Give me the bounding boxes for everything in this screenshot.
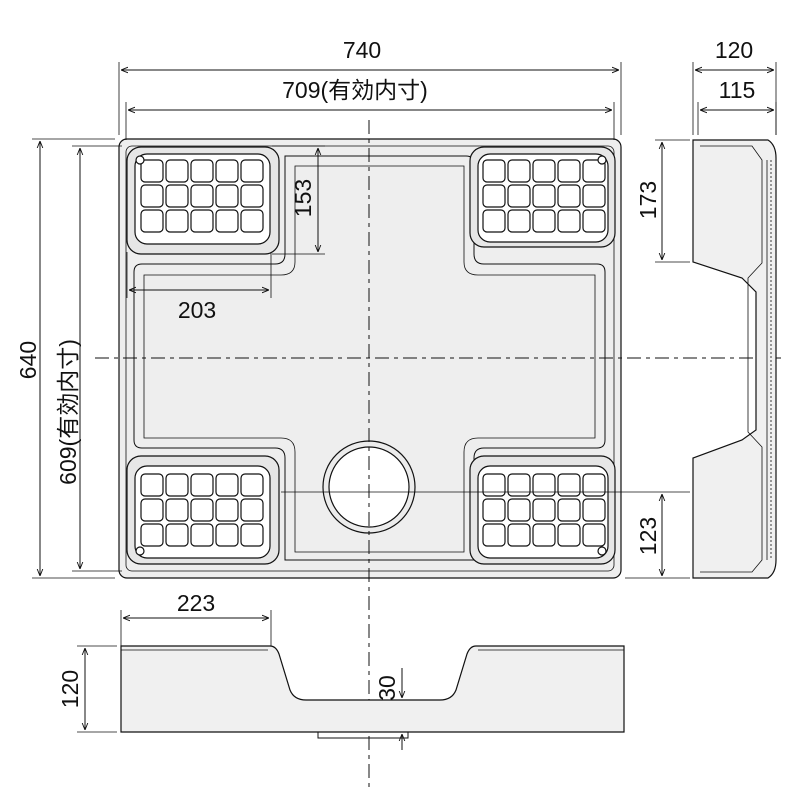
front-view-outline <box>120 645 625 733</box>
foot-pad-bottom-right <box>469 455 616 565</box>
side-view <box>692 139 777 579</box>
dim-front-height-120: 120 <box>57 645 117 733</box>
side-view-inner-edge <box>700 145 763 573</box>
dim-label-640: 640 <box>15 341 41 379</box>
front-view <box>120 645 625 739</box>
drain-outlet <box>317 731 409 739</box>
foot-pad-top-left <box>126 146 280 255</box>
dim-side-offset-173: 173 <box>635 139 690 263</box>
side-view-outline <box>692 139 777 579</box>
dim-label-153: 153 <box>290 179 316 217</box>
dim-label-740: 740 <box>343 37 381 63</box>
dim-height-inner: 609(有効内寸) <box>55 145 122 572</box>
top-view <box>95 120 785 790</box>
dim-label-203: 203 <box>178 297 216 323</box>
dim-label-709: 709(有効内寸) <box>282 77 428 103</box>
dim-label-side-120: 120 <box>715 37 753 63</box>
dim-foot-width-223: 223 <box>120 590 272 646</box>
dim-foot-height-153: 153 <box>272 145 325 255</box>
foot-pad-bottom-left <box>126 455 280 565</box>
dim-label-115: 115 <box>719 77 756 103</box>
dim-label-609: 609(有効内寸) <box>55 339 81 485</box>
dim-label-30: 30 <box>374 675 400 701</box>
dim-label-123: 123 <box>635 517 661 555</box>
dim-width-outer: 740 <box>118 37 622 135</box>
dim-side-depth-115: 115 <box>697 77 777 135</box>
tray-floor-outline <box>133 155 606 561</box>
dim-label-223: 223 <box>177 590 215 616</box>
dim-label-173: 173 <box>635 181 661 219</box>
dim-label-front-120: 120 <box>57 670 83 708</box>
tray-floor-inner <box>143 165 596 553</box>
dim-drain-30: 30 <box>374 668 410 750</box>
dim-height-outer: 640 <box>15 138 115 579</box>
dim-width-inner: 709(有効内寸) <box>125 77 615 140</box>
foot-pad-top-right <box>469 146 616 248</box>
dim-foot-width-203: 203 <box>126 252 272 323</box>
dim-side-offset-123: 123 <box>281 491 690 579</box>
